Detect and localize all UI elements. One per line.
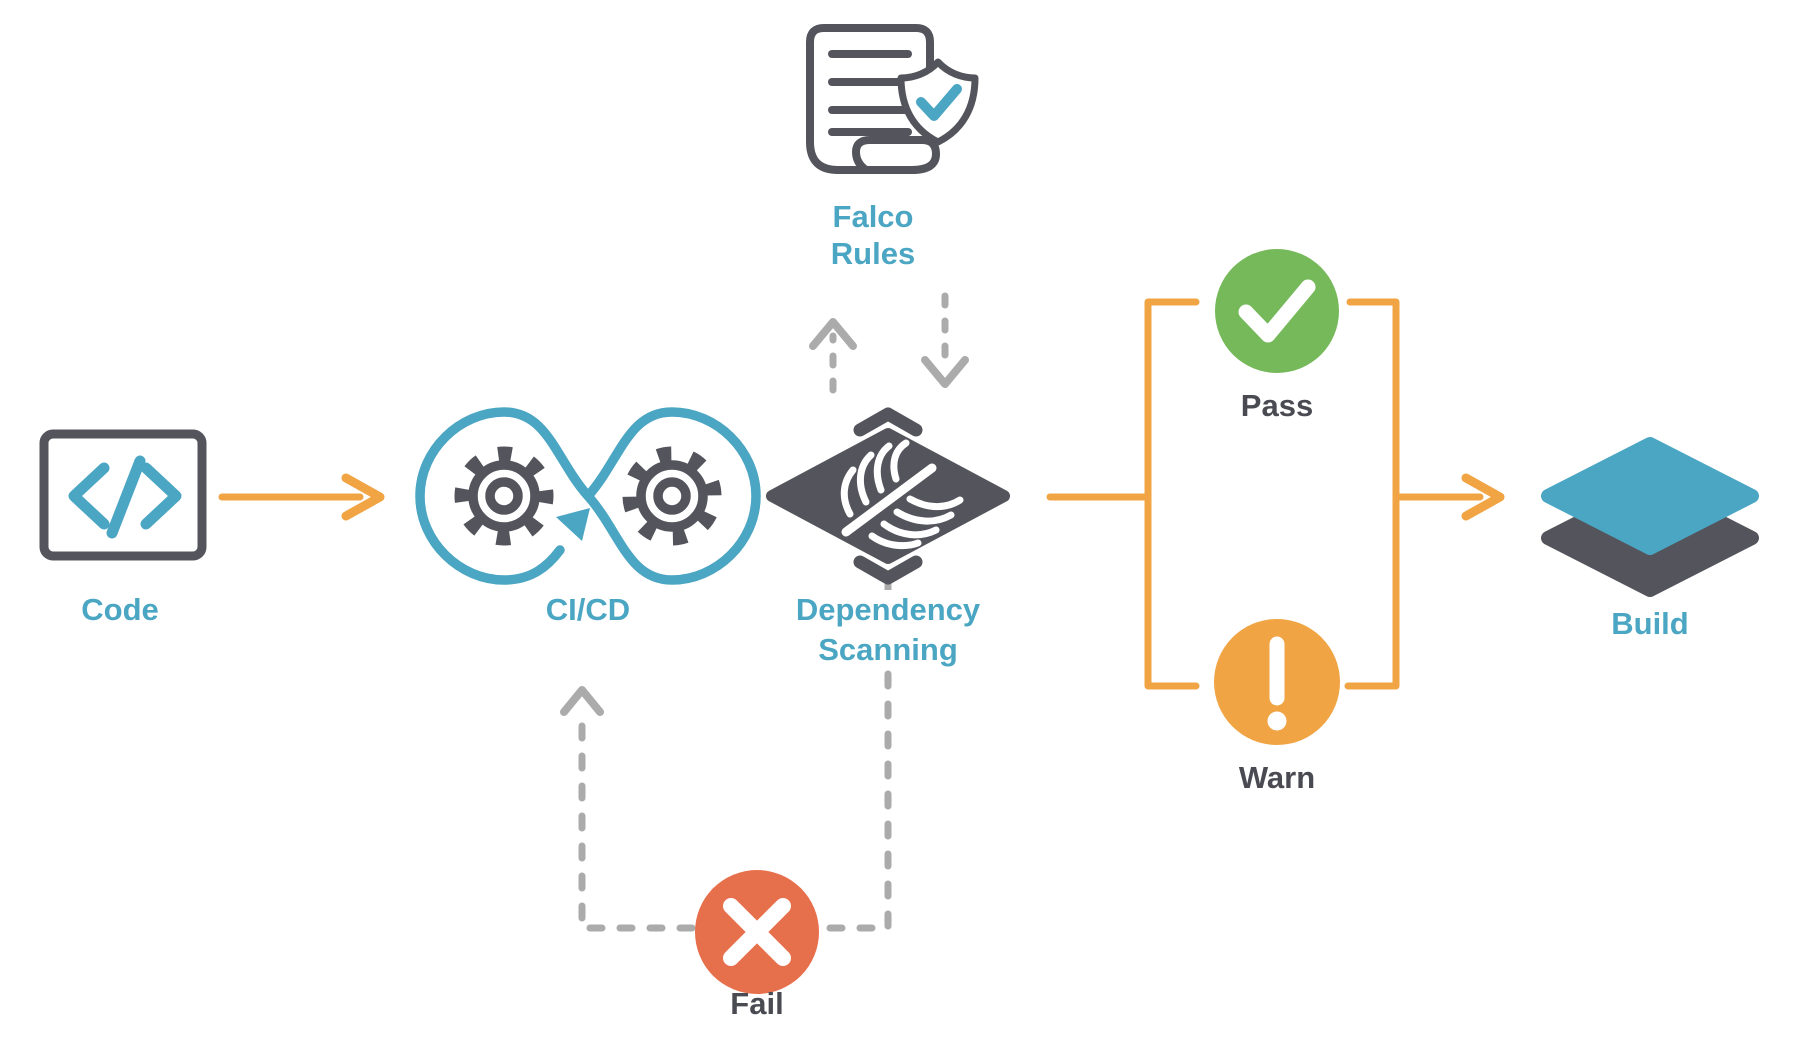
shield-check-icon — [897, 58, 979, 146]
branch-bracket-right — [1344, 298, 1400, 690]
dependency-scanning-label-line1: Dependency — [795, 592, 981, 627]
gear-right-icon — [622, 446, 722, 546]
dependency-scanning-label-line2: Scanning — [818, 632, 958, 667]
cicd-label: CI/CD — [545, 592, 631, 627]
build-label: Build — [1611, 606, 1689, 641]
fail-return-dashed-path — [560, 580, 892, 932]
exclamation-dot — [1267, 711, 1287, 731]
falco-rules-label: Falco Rules — [793, 198, 953, 272]
falco-up-dashed-arrow — [809, 318, 857, 394]
code-icon — [39, 429, 207, 561]
branch-to-build-arrow — [1392, 473, 1505, 521]
diamond-bottom-chevron — [853, 555, 923, 585]
branch-bracket-left — [1144, 298, 1200, 690]
fail-icon — [695, 870, 819, 994]
warn-label: Warn — [1238, 760, 1316, 795]
build-icon — [1541, 437, 1759, 597]
pass-label: Pass — [1240, 388, 1314, 423]
dependency-scanning-icon — [766, 407, 1010, 585]
falco-feather-glyph — [840, 439, 964, 550]
cicd-center-arrowhead — [556, 508, 590, 541]
code-label: Code — [81, 592, 159, 627]
code-to-cicd-arrow — [218, 473, 385, 521]
pass-icon — [1215, 249, 1339, 373]
falco-rules-label-line1: Falco — [832, 199, 914, 234]
falco-down-dashed-arrow — [921, 292, 969, 388]
dependency-scanning-label: Dependency Scanning — [768, 590, 1008, 670]
gear-left-icon — [454, 446, 554, 546]
warn-icon — [1214, 619, 1340, 745]
fail-label: Fail — [730, 986, 784, 1021]
check-glyph — [1238, 279, 1316, 343]
falco-rules-label-line2: Rules — [830, 236, 916, 271]
diamond-top-chevron — [853, 407, 923, 437]
cicd-icon — [415, 407, 761, 585]
layer-top — [1541, 437, 1759, 555]
falco-rules-icon — [806, 24, 979, 174]
